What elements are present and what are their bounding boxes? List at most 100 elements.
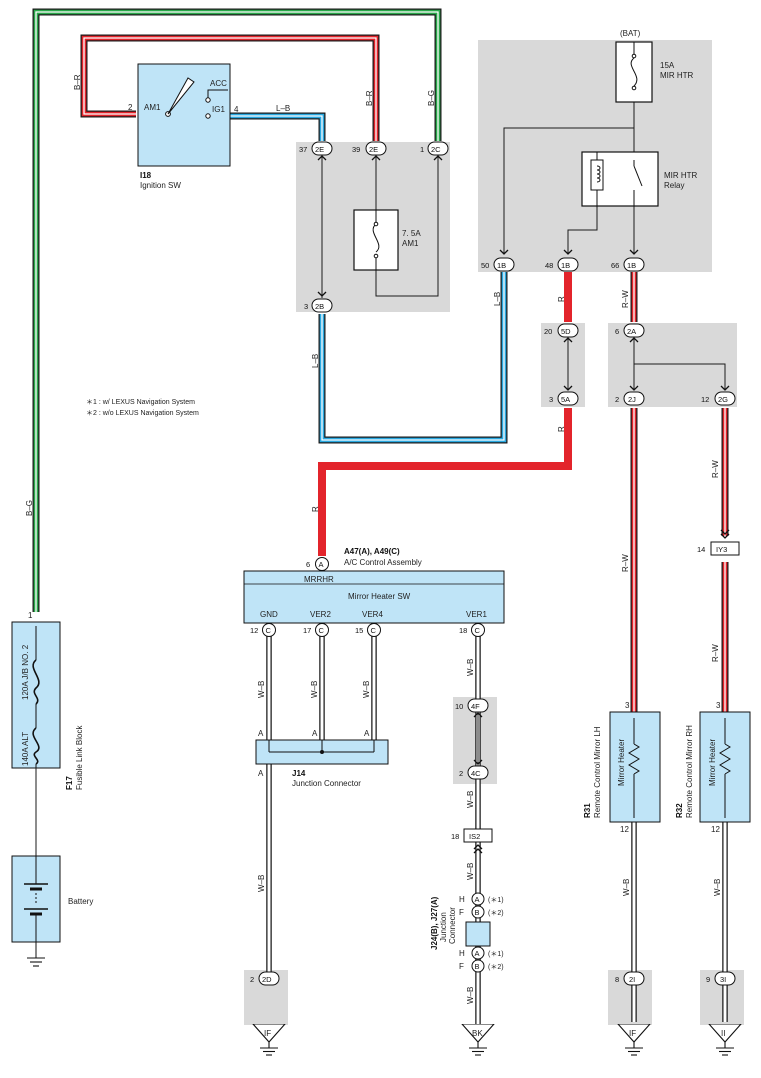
ignition-switch-body — [137, 63, 231, 167]
connector-j-a-2: A — [471, 946, 485, 960]
connector-4c: 4C — [467, 765, 489, 780]
svg-text:C: C — [475, 626, 481, 635]
svg-text:2E: 2E — [369, 145, 378, 154]
j14-name: Junction Connector — [292, 779, 361, 788]
wire-label-r-2: R — [557, 426, 566, 432]
am1-pin: 2 — [128, 103, 133, 112]
wire-label-w-b-8: W–B — [466, 987, 475, 1004]
junction-connector-j14: A A A A J14 Junction Connector — [255, 729, 389, 788]
connector-2g: 2G — [714, 391, 736, 406]
ground-ii: II — [708, 1024, 742, 1056]
fusible-alt-label: 140A ALT — [21, 732, 30, 766]
mir-fuse-rating: 15A — [660, 61, 675, 70]
mrrhr-label: MRRHR — [304, 575, 334, 584]
wire-label-w-b-10: W–B — [713, 879, 722, 896]
mirror-rh-heater: Mirror Heater — [708, 739, 717, 786]
ac-control-assembly: A47(A), A49(C) A/C Control Assembly MRRH… — [243, 547, 505, 624]
connector-2i: 2I — [623, 971, 645, 986]
svg-text:IS2: IS2 — [469, 832, 480, 841]
gnd-label: GND — [260, 610, 278, 619]
connector-4f: 4F — [467, 698, 489, 713]
wire-label-w-b-9: W–B — [622, 879, 631, 896]
svg-text:1B: 1B — [627, 261, 636, 270]
mirror-lh: Mirror Heater R31 Remote Control Mirror … — [583, 701, 661, 834]
pin-14: 14 — [697, 545, 705, 554]
mirror-lh-pin-12: 12 — [620, 825, 629, 834]
pin-2-4c: 2 — [459, 769, 463, 778]
svg-text:A: A — [319, 560, 324, 569]
fusible-name: Fusible Link Block — [75, 725, 84, 790]
svg-text:2E: 2E — [315, 145, 324, 154]
svg-text:C: C — [266, 626, 272, 635]
wire-label-b-r-2: B–R — [365, 90, 374, 106]
connector-2a: 2A — [623, 323, 645, 338]
ignition-id: I18 — [140, 171, 152, 180]
mirror-rh-name: Remote Control Mirror RH — [685, 725, 694, 818]
pin-12-2g: 12 — [701, 395, 709, 404]
svg-text:B: B — [475, 908, 480, 917]
legend-note-2: ＊2 : w/o LEXUS Navigation System — [86, 410, 199, 417]
j24-note-1b: (＊1) — [488, 951, 504, 958]
pin-20: 20 — [544, 327, 552, 336]
wire-label-b-g-1: B–G — [427, 90, 436, 106]
connector-chevrons — [317, 155, 730, 854]
mir-htr-fuse: (BAT) 15A MIR HTR — [615, 29, 694, 103]
wire-label-w-b-3: W–B — [362, 681, 371, 698]
connector-j-b-2: B — [471, 959, 485, 973]
svg-text:C: C — [371, 626, 377, 635]
mirror-lh-id: R31 — [583, 803, 592, 818]
legend-note-1: ＊1 : w/ LEXUS Navigation System — [86, 399, 195, 406]
svg-text:4F: 4F — [471, 702, 480, 711]
wire-label-w-b-7: W–B — [466, 863, 475, 880]
fuse-am1-rating: 7. 5A — [402, 229, 421, 238]
wire-label-l-b-3: L–B — [493, 292, 502, 306]
am1-terminal-label: AM1 — [144, 103, 161, 112]
connector-2b: 2B — [311, 298, 333, 313]
connector-a-6: A — [315, 557, 329, 571]
pin-18-ver1: 18 — [459, 626, 467, 635]
j24-f-1: F — [459, 908, 464, 917]
ground-if-1: IF — [252, 1024, 286, 1056]
bat-label: (BAT) — [620, 29, 641, 38]
fusible-id: F17 — [65, 776, 74, 790]
connector-2e-39: 2E — [365, 141, 387, 156]
connector-is2: IS2 — [463, 828, 493, 843]
pin-18-is2: 18 — [451, 832, 459, 841]
wire-r — [318, 272, 572, 556]
connector-2e-37: 2E — [311, 141, 333, 156]
ver2-label: VER2 — [310, 610, 331, 619]
svg-text:2J: 2J — [628, 395, 636, 404]
pin-1-2c: 1 — [420, 145, 424, 154]
j24-h-2: H — [459, 949, 465, 958]
svg-text:2D: 2D — [262, 975, 272, 984]
mirror-rh-pin-3: 3 — [716, 701, 721, 710]
wire-label-r-w-4: R–W — [711, 644, 720, 662]
pin-48: 48 — [545, 261, 553, 270]
connector-2c: 2C — [427, 141, 449, 156]
ig1-terminal-label: IG1 — [212, 105, 225, 114]
pin-3-5a: 3 — [549, 395, 553, 404]
wire-r-w — [630, 272, 729, 712]
pin-6-ac: 6 — [306, 560, 310, 569]
j14-pin-a-1: A — [258, 729, 264, 738]
connector-5d: 5D — [557, 323, 579, 338]
mir-fuse-name: MIR HTR — [660, 71, 694, 80]
wire-label-w-b-6: W–B — [466, 791, 475, 808]
svg-text:2I: 2I — [629, 975, 635, 984]
svg-text:B: B — [475, 962, 480, 971]
pin-6-2a: 6 — [615, 327, 619, 336]
svg-text:IF: IF — [629, 1029, 636, 1038]
mirror-lh-body — [609, 711, 661, 823]
svg-text:IY3: IY3 — [716, 545, 727, 554]
svg-text:2A: 2A — [627, 327, 636, 336]
connector-2d: 2D — [258, 971, 280, 986]
ig1-pin: 4 — [234, 105, 239, 114]
pin-12-gnd: 12 — [250, 626, 258, 635]
j14-pin-a-4: A — [258, 769, 264, 778]
pin-39: 39 — [352, 145, 360, 154]
fusible-link-block: 120A J/B NO. 2 140A ALT F17 Fusible Link… — [11, 611, 84, 790]
wire-l-b-ig1 — [230, 112, 326, 141]
mirror-lh-heater: Mirror Heater — [617, 739, 626, 786]
j14-pin-a-2: A — [312, 729, 318, 738]
